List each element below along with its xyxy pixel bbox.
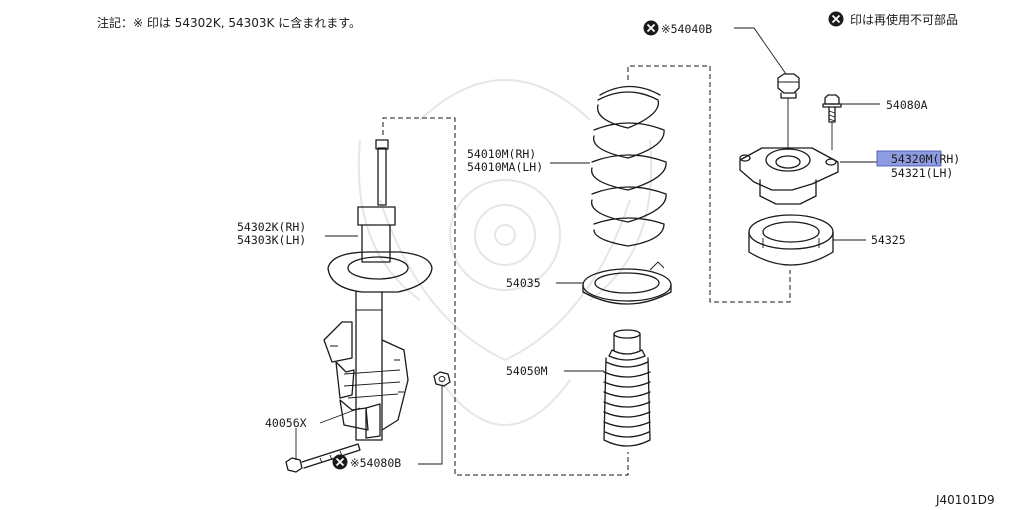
part-label-54035[interactable]: 54035	[506, 276, 541, 290]
part-label-54302K-rh[interactable]: 54302K(RH)	[237, 220, 306, 234]
nut-54080B	[418, 371, 451, 465]
coil-spring-54010M	[550, 85, 667, 247]
highlight-box	[876, 150, 942, 167]
non-reusable-icon	[332, 454, 348, 470]
part-label-54010M-rh[interactable]: 54010M(RH)	[467, 147, 536, 161]
part-label-54080A[interactable]: 54080A	[886, 98, 928, 112]
label-54040B: ※54040B	[643, 20, 787, 75]
label-54320M: 54320M(RH) 54321(LH)	[840, 150, 960, 180]
bump-stop-54050M	[564, 329, 651, 447]
nut-54040B	[777, 73, 800, 150]
bolt-54080A	[822, 94, 880, 150]
part-label-54303K-lh[interactable]: 54303K(LH)	[237, 233, 306, 247]
part-label-54050M[interactable]: 54050M	[506, 364, 548, 378]
part-label-54080B[interactable]: ※54080B	[350, 456, 401, 470]
part-label-54321-lh[interactable]: 54321(LH)	[891, 166, 953, 180]
strut-assembly-54302K	[323, 139, 433, 441]
header-note: 注記：※ 印は 54302K, 54303K に含まれます。	[97, 15, 361, 30]
spring-seat-54035	[556, 261, 672, 305]
label-54080B: ※54080B	[332, 454, 401, 470]
legend: 印は再使用不可部品	[828, 11, 958, 27]
legend-text: 印は再使用不可部品	[850, 12, 958, 27]
part-label-54040B[interactable]: ※54040B	[661, 22, 712, 36]
part-label-54010MA-lh[interactable]: 54010MA(LH)	[467, 160, 543, 174]
part-label-54320M-rh[interactable]: 54320M(RH)	[891, 152, 960, 166]
part-label-40056X[interactable]: 40056X	[265, 416, 307, 430]
assembly-outline-lines	[382, 65, 791, 476]
non-reusable-icon	[643, 20, 659, 36]
bearing-54325	[748, 214, 866, 266]
part-label-54325[interactable]: 54325	[871, 233, 906, 247]
non-reusable-icon	[828, 11, 844, 27]
strut-mount-54320M	[739, 147, 839, 205]
diagram-id: J40101D9	[935, 493, 995, 507]
